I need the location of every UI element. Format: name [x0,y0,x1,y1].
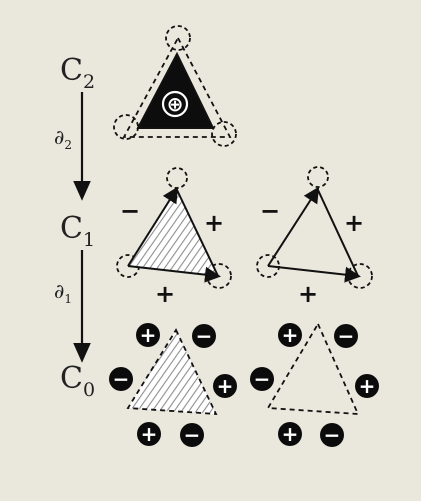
svg-text:−: − [338,324,355,348]
svg-text:−: − [184,423,201,447]
c2-orientation-sign: ⊕ [167,92,184,116]
c1-left-vertex-top [166,167,188,189]
c1-left-sign-bottom: + [155,280,175,308]
c1-right-sign-bottom: + [298,280,318,308]
c1-left-edge-right [176,189,219,277]
c0-right-vertex-bottom-left: + [278,422,302,446]
c1-right-sign-right: + [344,209,364,237]
c2-triangle-cell: ⊕ [113,25,237,147]
c0-left-vertex-bottom-right: − [180,423,204,447]
c1-right-edge-left [267,186,320,267]
c2-orientation-circle [161,90,189,118]
c1-left-triangle: − + + [116,167,232,308]
c0-left-vertex-top-right: − [192,324,216,348]
c2-dashed-outline [122,36,232,138]
svg-text:+: + [141,422,158,446]
c0-right-vertex-bottom-right: − [320,423,344,447]
c1-left-hatched-face [128,190,218,276]
c1-right-edge-right [317,189,359,277]
svg-text:−: − [254,367,271,391]
c1-left-sign-left: − [120,197,140,225]
label-d2: ∂2 [54,125,72,152]
svg-text:−: − [196,324,213,348]
c1-right-vertex-left [256,254,280,278]
c1-right-edge-bottom [267,265,361,283]
c1-right-triangle: − + + [256,166,373,308]
svg-text:∂2: ∂2 [54,125,72,152]
c0-left-vertex-bottom-left: + [137,422,161,446]
c0-right-vertex-top-left: + [278,323,302,347]
label-d1: ∂1 [54,279,72,306]
c2-vertex-right [211,121,237,147]
c0-right-vertex-right: + [355,374,379,398]
svg-text:−: − [324,423,341,447]
c0-right-vertex-top-right: − [334,324,358,348]
c2-vertex-top [165,25,191,51]
svg-text:+: + [359,374,376,398]
label-c1: C1 [60,211,95,251]
svg-text:−: − [113,367,130,391]
svg-text:C2: C2 [60,53,95,93]
label-c0: C0 [60,361,95,401]
c1-right-sign-left: − [260,197,280,225]
c1-left-edge-bottom [127,265,221,283]
c1-right-vertex-top [307,166,329,188]
label-c2: C2 [60,53,95,93]
svg-text:+: + [140,323,157,347]
c2-vertex-left [113,114,139,140]
c0-left-vertex-left: − [109,367,133,391]
c1-left-sign-right: + [204,209,224,237]
svg-text:+: + [282,323,299,347]
svg-text:C0: C0 [60,361,95,401]
c0-right-dashed-outline [266,322,360,415]
c0-right-triangle: + − − + + − [250,322,379,447]
svg-text:∂1: ∂1 [54,279,72,306]
c0-left-triangle: + − − + + − [109,323,237,447]
svg-text:+: + [217,374,234,398]
c0-left-vertex-top-left: + [136,323,160,347]
svg-text:+: + [282,422,299,446]
c0-left-vertex-right: + [213,374,237,398]
c0-right-vertex-left: − [250,367,274,391]
c0-left-hatched-face [126,328,218,416]
c1-left-edge-left [127,186,179,267]
svg-text:C1: C1 [60,211,95,251]
